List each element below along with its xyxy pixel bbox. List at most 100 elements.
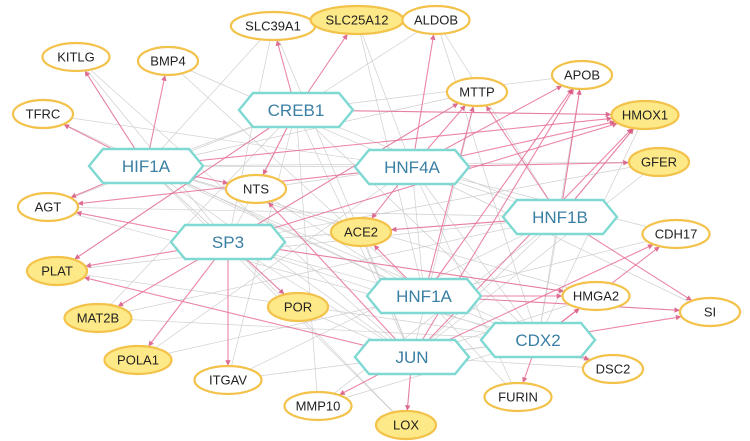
edge-jun-to-hmox1 [411, 128, 633, 358]
target-node-shape [329, 216, 393, 248]
target-node-cdh17[interactable]: CDH17 [641, 218, 711, 250]
background-edge [411, 216, 561, 358]
target-node-aldob[interactable]: ALDOB [401, 4, 471, 36]
target-node-dsc2[interactable]: DSC2 [581, 353, 645, 385]
target-node-mat2b[interactable]: MAT2B [63, 302, 133, 334]
target-node-kitlg[interactable]: KITLG [41, 41, 111, 73]
tf-node-hnf4a[interactable]: HNF4A [353, 148, 471, 186]
target-node-shape [445, 76, 509, 108]
target-node-shape [627, 146, 691, 178]
target-node-apob[interactable]: APOB [550, 59, 614, 91]
target-node-shape [641, 218, 711, 250]
target-node-hmga2[interactable]: HMGA2 [561, 280, 631, 312]
tf-node-hexagon [501, 198, 619, 236]
background-edge [137, 166, 413, 361]
background-edge [145, 165, 413, 358]
target-node-label: SI [704, 305, 716, 320]
target-node-label: GFER [641, 155, 677, 170]
target-node-tfrc[interactable]: TFRC [11, 98, 75, 130]
target-node-shape [103, 344, 173, 376]
target-node-slc39a1[interactable]: SLC39A1 [229, 10, 317, 42]
target-node-furin[interactable]: FURIN [483, 381, 553, 413]
target-node-agt[interactable]: AGT [16, 191, 80, 223]
target-node-shape [63, 302, 133, 334]
background-edge [75, 56, 413, 358]
target-node-pola1[interactable]: POLA1 [103, 344, 173, 376]
target-node-label: POR [284, 300, 312, 315]
tf-node-label: HNF1B [532, 208, 588, 227]
target-node-mmp10[interactable]: MMP10 [283, 390, 353, 422]
target-node-shape [224, 173, 288, 205]
tf-node-hnf1a[interactable]: HNF1A [365, 277, 483, 315]
target-node-shape [11, 98, 75, 130]
tf-node-cdx2[interactable]: CDX2 [479, 321, 597, 359]
network-nodes: SLC39A1 SLC25A12 ALDOB KITLG BMP4 APOB MTTP TFR… [11, 4, 742, 441]
target-node-label: KITLG [57, 50, 95, 65]
tf-node-jun[interactable]: JUN [353, 338, 471, 376]
target-node-bmp4[interactable]: BMP4 [136, 45, 200, 77]
background-edge [167, 60, 425, 297]
target-node-ace2[interactable]: ACE2 [329, 216, 393, 248]
edge-hnf1a-to-apob [423, 88, 573, 297]
target-node-shape [41, 41, 111, 73]
target-node-shape [266, 291, 330, 323]
target-node-label: AGT [35, 200, 62, 215]
target-node-shape [581, 353, 645, 385]
target-node-gfer[interactable]: GFER [627, 146, 691, 178]
target-node-si[interactable]: SI [678, 296, 742, 328]
background-edge [47, 206, 539, 341]
background-edge [435, 19, 539, 341]
target-node-label: NTS [243, 182, 269, 197]
target-node-itgav[interactable]: ITGAV [193, 364, 263, 396]
target-node-label: MTTP [459, 85, 494, 100]
target-node-shape [25, 255, 89, 287]
target-node-shape [283, 390, 353, 422]
edge-jun-to-cdh17 [411, 244, 654, 358]
target-node-hmox1[interactable]: HMOX1 [610, 99, 680, 131]
background-edge [42, 113, 425, 297]
edge-hif1a-to-hmox1 [145, 116, 613, 167]
edge-hnf1a-to-mttp [423, 106, 475, 297]
target-node-label: HMGA2 [573, 289, 619, 304]
tf-node-hexagon [353, 148, 471, 186]
edge-hnf1b-to-apob [559, 89, 582, 218]
tf-node-label: HNF1A [396, 287, 452, 306]
tf-node-hexagon [237, 91, 355, 129]
target-node-label: HMOX1 [622, 108, 668, 123]
tf-node-label: CREB1 [268, 101, 325, 120]
background-edge [97, 317, 539, 341]
tf-node-hif1a[interactable]: HIF1A [87, 147, 205, 185]
target-node-label: POLA1 [117, 353, 159, 368]
target-node-shape [483, 381, 553, 413]
background-edge [42, 113, 413, 168]
tf-node-sp3[interactable]: SP3 [169, 223, 287, 261]
target-node-shape [16, 191, 80, 223]
target-node-nts[interactable]: NTS [224, 173, 288, 205]
tf-node-hnf1b[interactable]: HNF1B [501, 198, 619, 236]
target-node-por[interactable]: POR [266, 291, 330, 323]
target-node-label: MAT2B [77, 311, 119, 326]
target-node-plat[interactable]: PLAT [25, 255, 89, 287]
target-node-shape [193, 364, 263, 396]
background-edge [411, 166, 425, 297]
tf-node-label: SP3 [212, 233, 244, 252]
tf-node-label: HIF1A [122, 157, 171, 176]
target-node-label: ACE2 [344, 225, 378, 240]
target-node-slc25a12[interactable]: SLC25A12 [309, 4, 405, 36]
target-node-mttp[interactable]: MTTP [445, 76, 509, 108]
edge-hnf1b-to-mttp [485, 105, 561, 218]
tf-node-hexagon [87, 147, 205, 185]
target-node-shape [678, 296, 742, 328]
target-node-label: PLAT [41, 264, 73, 279]
tf-node-hexagon [365, 277, 483, 315]
background-edge [56, 216, 561, 272]
tf-node-label: HNF4A [384, 158, 440, 177]
target-node-label: SLC25A12 [326, 13, 389, 28]
target-node-shape [610, 99, 680, 131]
target-node-lox[interactable]: LOX [374, 409, 438, 441]
target-node-shape [550, 59, 614, 91]
edge-sp3-to-mttp [227, 103, 459, 243]
tf-node-creb1[interactable]: CREB1 [237, 91, 355, 129]
background-edge [411, 161, 660, 358]
